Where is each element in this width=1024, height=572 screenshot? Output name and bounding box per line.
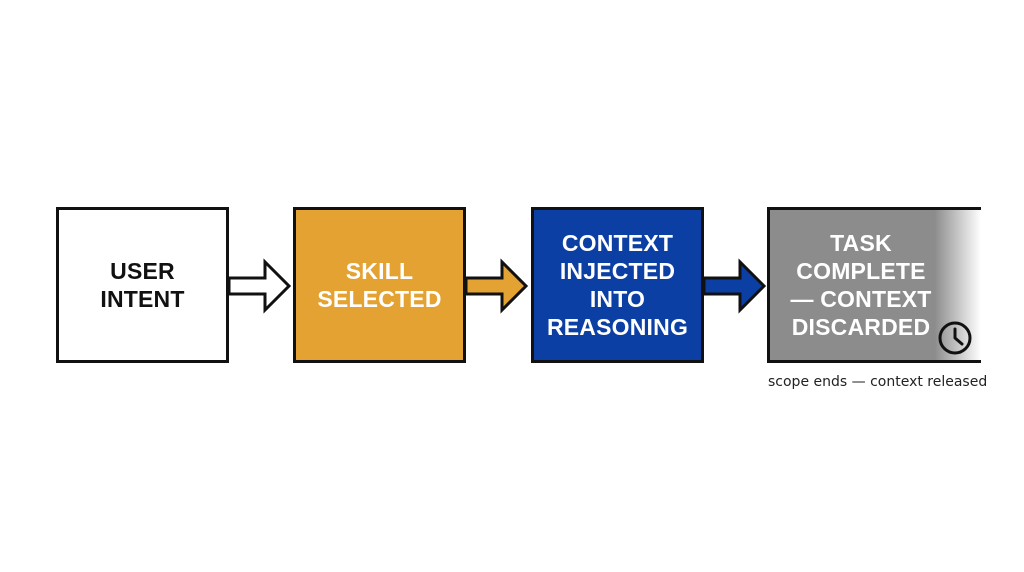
arrow-2-shape	[464, 258, 529, 314]
step-context-injected: CONTEXT INJECTED INTO REASONING	[531, 207, 704, 363]
step-task-complete: TASK COMPLETE — CONTEXT DISCARDED	[767, 207, 981, 363]
arrow-2	[464, 256, 530, 316]
arrow-1-shape	[227, 258, 292, 314]
arrow-right-icon	[702, 258, 767, 314]
arrow-right-icon	[227, 258, 292, 314]
step-context-injected-label: CONTEXT INJECTED INTO REASONING	[546, 230, 689, 340]
step-skill-selected-label: SKILL SELECTED	[317, 258, 442, 312]
step-user-intent: USER INTENT	[56, 207, 229, 363]
caption: scope ends — context released	[768, 374, 988, 390]
step-task-complete-label: TASK COMPLETE — CONTEXT DISCARDED	[790, 230, 932, 340]
arrow-3-shape	[702, 258, 767, 314]
clock-icon	[938, 321, 972, 355]
arrow-3	[702, 256, 768, 316]
arrow-1	[227, 256, 293, 316]
arrow-right-icon	[464, 258, 529, 314]
step-skill-selected: SKILL SELECTED	[293, 207, 466, 363]
step-user-intent-label: USER INTENT	[100, 258, 185, 312]
